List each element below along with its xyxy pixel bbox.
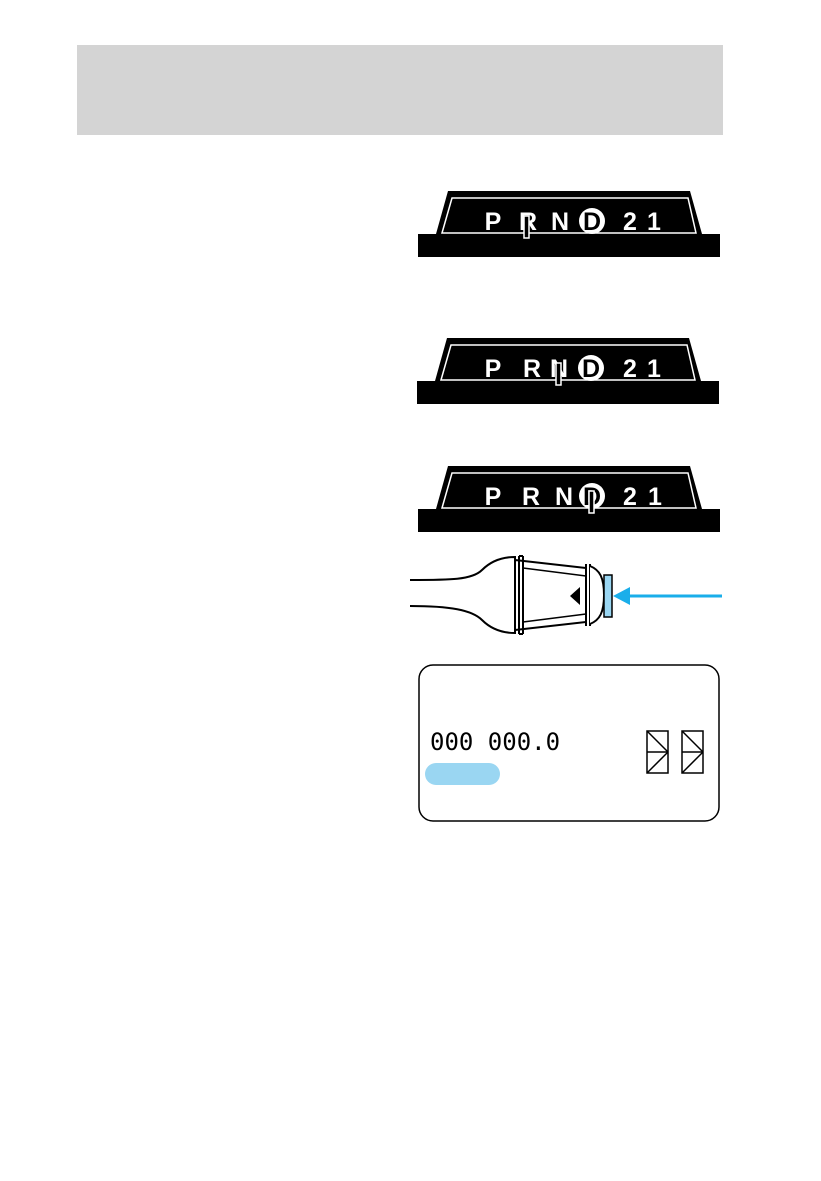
gear-letter-1: 1 [647,355,661,383]
gear-letter-p: P [485,483,502,511]
gear-letter-d: D [582,355,600,383]
gear-letter-1: 1 [647,208,661,236]
gear-pointer [524,216,529,238]
gear-letter-d: D [583,208,601,236]
overdrive-button-icon[interactable] [604,575,612,617]
gear-pointer [589,491,594,513]
gear-letter-n: N [555,483,573,511]
gear-letter-r: R [523,355,541,383]
gear-letter-2: 2 [623,483,637,511]
lever-knob-icon [515,556,604,634]
indicator-base [417,381,719,404]
odometer-display: 000 000.0 [418,664,720,822]
arrow-left-icon [613,587,722,605]
indicator-pill [425,763,500,785]
indicator-base [418,509,720,532]
gear-letter-p: P [485,355,502,383]
shift-lever-figure [410,550,722,640]
indicator-base [418,234,720,257]
gear-letter-1: 1 [648,483,662,511]
gear-pointer [556,363,561,385]
header-band [77,45,723,135]
gear-letter-2: 2 [623,355,637,383]
odometer-readout: 000 000.0 [430,728,560,756]
gear-indicator-1: P R N D 2 1 [418,186,720,258]
gear-indicator-3: P R N D 2 1 [418,461,720,533]
gear-letter-p: P [485,208,502,236]
lever-arm-icon [410,557,515,633]
gear-letter-n: N [551,208,569,236]
gear-letter-2: 2 [623,208,637,236]
gear-letter-r: R [522,483,540,511]
gear-indicator-2: P R N D 2 1 [417,333,719,405]
